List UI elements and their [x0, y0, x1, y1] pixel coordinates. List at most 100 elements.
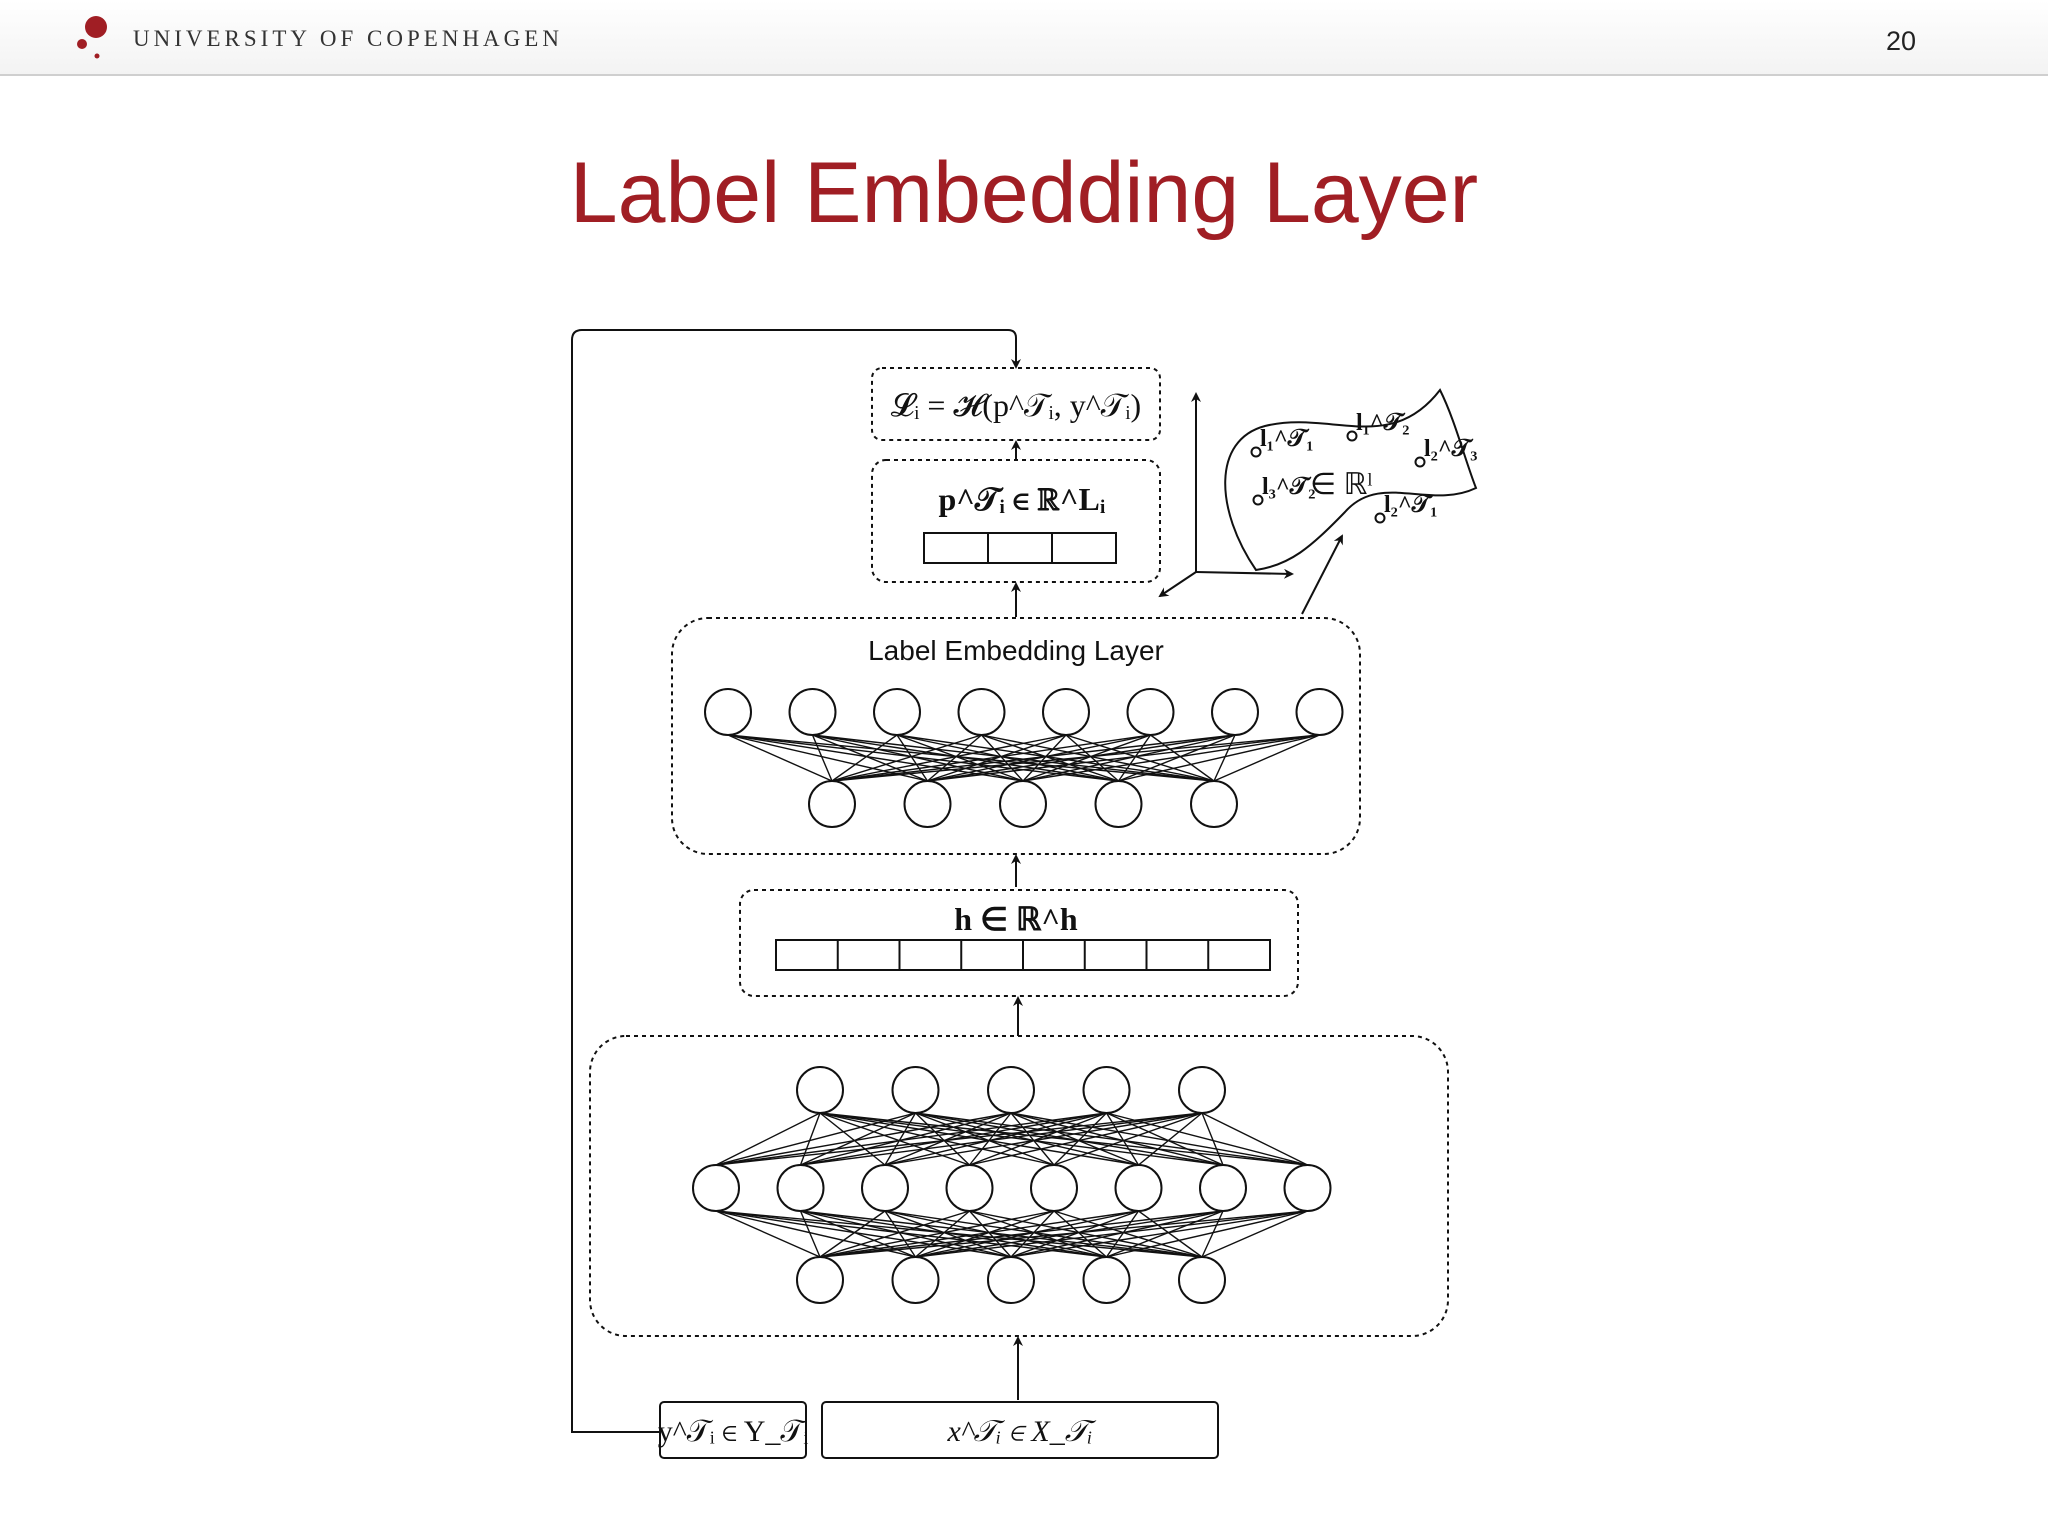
encoder-connection — [915, 1210, 1308, 1258]
embedding-point — [1414, 456, 1426, 468]
encoder-connection — [715, 1112, 916, 1166]
encoder-connection — [819, 1112, 1308, 1166]
label-embedding-node — [1190, 780, 1238, 828]
layer-connection — [831, 734, 1236, 782]
encoder-connection — [915, 1112, 970, 1166]
embedding-point — [1252, 494, 1264, 506]
layer-connection — [927, 734, 1067, 782]
encoder-connection — [715, 1210, 821, 1258]
encoder-connection — [800, 1112, 1203, 1166]
hidden-vector — [775, 939, 1271, 971]
encoder-connection — [1201, 1112, 1224, 1166]
hidden-label: h ∈ ℝ^h — [954, 901, 1078, 937]
label-embedding-node — [903, 780, 952, 828]
encoder-connection — [819, 1210, 1308, 1258]
encoder-connection — [1138, 1112, 1203, 1166]
label-embedding-node — [1126, 688, 1175, 736]
encoder-connection — [799, 1210, 821, 1258]
encoder-node — [987, 1066, 1035, 1114]
encoder-connection — [1010, 1112, 1055, 1166]
layer-connection — [812, 734, 1215, 782]
encoder-connection — [915, 1112, 1224, 1166]
label-embedding-node — [1211, 688, 1259, 736]
encoder-connection — [1010, 1210, 1139, 1258]
encoder-connection — [1010, 1210, 1055, 1258]
layer-connection — [1065, 734, 1215, 782]
label-embedding-node — [1094, 780, 1143, 828]
encoder-connection — [819, 1112, 886, 1166]
layer-connection — [831, 734, 982, 782]
encoder-node — [1082, 1066, 1131, 1114]
encoder-connection — [1053, 1112, 1203, 1166]
encoder-node — [945, 1164, 994, 1212]
encoder-connection — [715, 1210, 1107, 1258]
encoder-connection — [800, 1112, 916, 1166]
encoder-connection — [884, 1210, 917, 1258]
encoder-connection — [969, 1112, 1203, 1166]
prediction-label: p^𝒯ᵢ ∈ ℝ^Lᵢ — [938, 481, 1105, 517]
encoder-connection — [884, 1112, 1203, 1166]
label-embedding-layer-title: Label Embedding Layer — [868, 635, 1164, 666]
layer-connection — [727, 734, 833, 782]
layer-connection — [896, 734, 1119, 782]
encoder-connection — [915, 1210, 970, 1258]
encoder-connection — [819, 1112, 1055, 1166]
encoder-connection — [884, 1112, 1107, 1166]
encoder-connection — [819, 1112, 970, 1166]
loss-formula: 𝓛ᵢ = 𝓗(p^𝒯ᵢ, y^𝒯ᵢ) — [891, 387, 1141, 423]
encoder-connection — [819, 1210, 970, 1258]
layer-connection — [1213, 734, 1320, 782]
encoder-node — [776, 1164, 825, 1212]
encoder-node — [987, 1256, 1035, 1304]
slide-title: Label Embedding Layer — [569, 145, 1479, 241]
encoder-connection — [915, 1112, 1055, 1166]
embedding-manifold — [1224, 388, 1478, 572]
encoder-connection — [715, 1112, 1203, 1166]
layer-connection — [831, 734, 1151, 782]
embedding-space-label: ∈ ℝˡ — [1310, 468, 1372, 501]
layer-connection — [896, 734, 929, 782]
layer-connection — [1118, 734, 1236, 782]
encoder-connection — [800, 1112, 1012, 1166]
embedding-point-label: l₃^𝒯₂ — [1262, 474, 1315, 500]
encoder-connection — [1138, 1210, 1203, 1258]
university-name: UNIVERSITY OF COPENHAGEN — [133, 26, 563, 51]
encoder-connection — [1010, 1112, 1308, 1166]
encoder-connection — [819, 1210, 1055, 1258]
layer-connection — [1065, 734, 1119, 782]
label-embedding-node — [999, 780, 1047, 828]
encoder-connection — [969, 1112, 1107, 1166]
label-embedding-node — [873, 688, 921, 736]
encoder-node — [891, 1256, 940, 1304]
encoder-connection — [715, 1112, 1107, 1166]
encoder-connection — [968, 1112, 1012, 1166]
encoder-node — [796, 1256, 844, 1304]
layer-connection — [1118, 734, 1320, 782]
encoder-connection — [1105, 1210, 1140, 1258]
encoder-connection — [969, 1210, 1107, 1258]
layer-connection — [981, 734, 1119, 782]
layer-connection — [831, 734, 898, 782]
embedding-point-label: l₁^𝒯₂ — [1356, 410, 1409, 436]
encoder-connection — [969, 1210, 1203, 1258]
target-label-box — [659, 1401, 807, 1459]
prediction-box — [871, 459, 1161, 583]
encoder-node — [692, 1164, 740, 1212]
embedding-point — [1250, 446, 1262, 458]
ku-seal-icon — [77, 16, 107, 59]
layer-connection — [927, 734, 1320, 782]
encoder-connection — [884, 1210, 1107, 1258]
encoder-node — [1082, 1256, 1131, 1304]
embedding-point — [1374, 512, 1386, 524]
label-embedding-node — [1295, 688, 1344, 736]
encoder-box — [589, 1035, 1449, 1337]
layer-connection — [1022, 734, 1067, 782]
encoder-node — [1030, 1164, 1078, 1212]
layer-connection — [1150, 734, 1215, 782]
axis-diagonal — [1158, 571, 1197, 598]
prediction-vector — [923, 532, 1117, 564]
page-number: 20 — [1885, 26, 1916, 56]
encoder-connection — [1010, 1112, 1139, 1166]
